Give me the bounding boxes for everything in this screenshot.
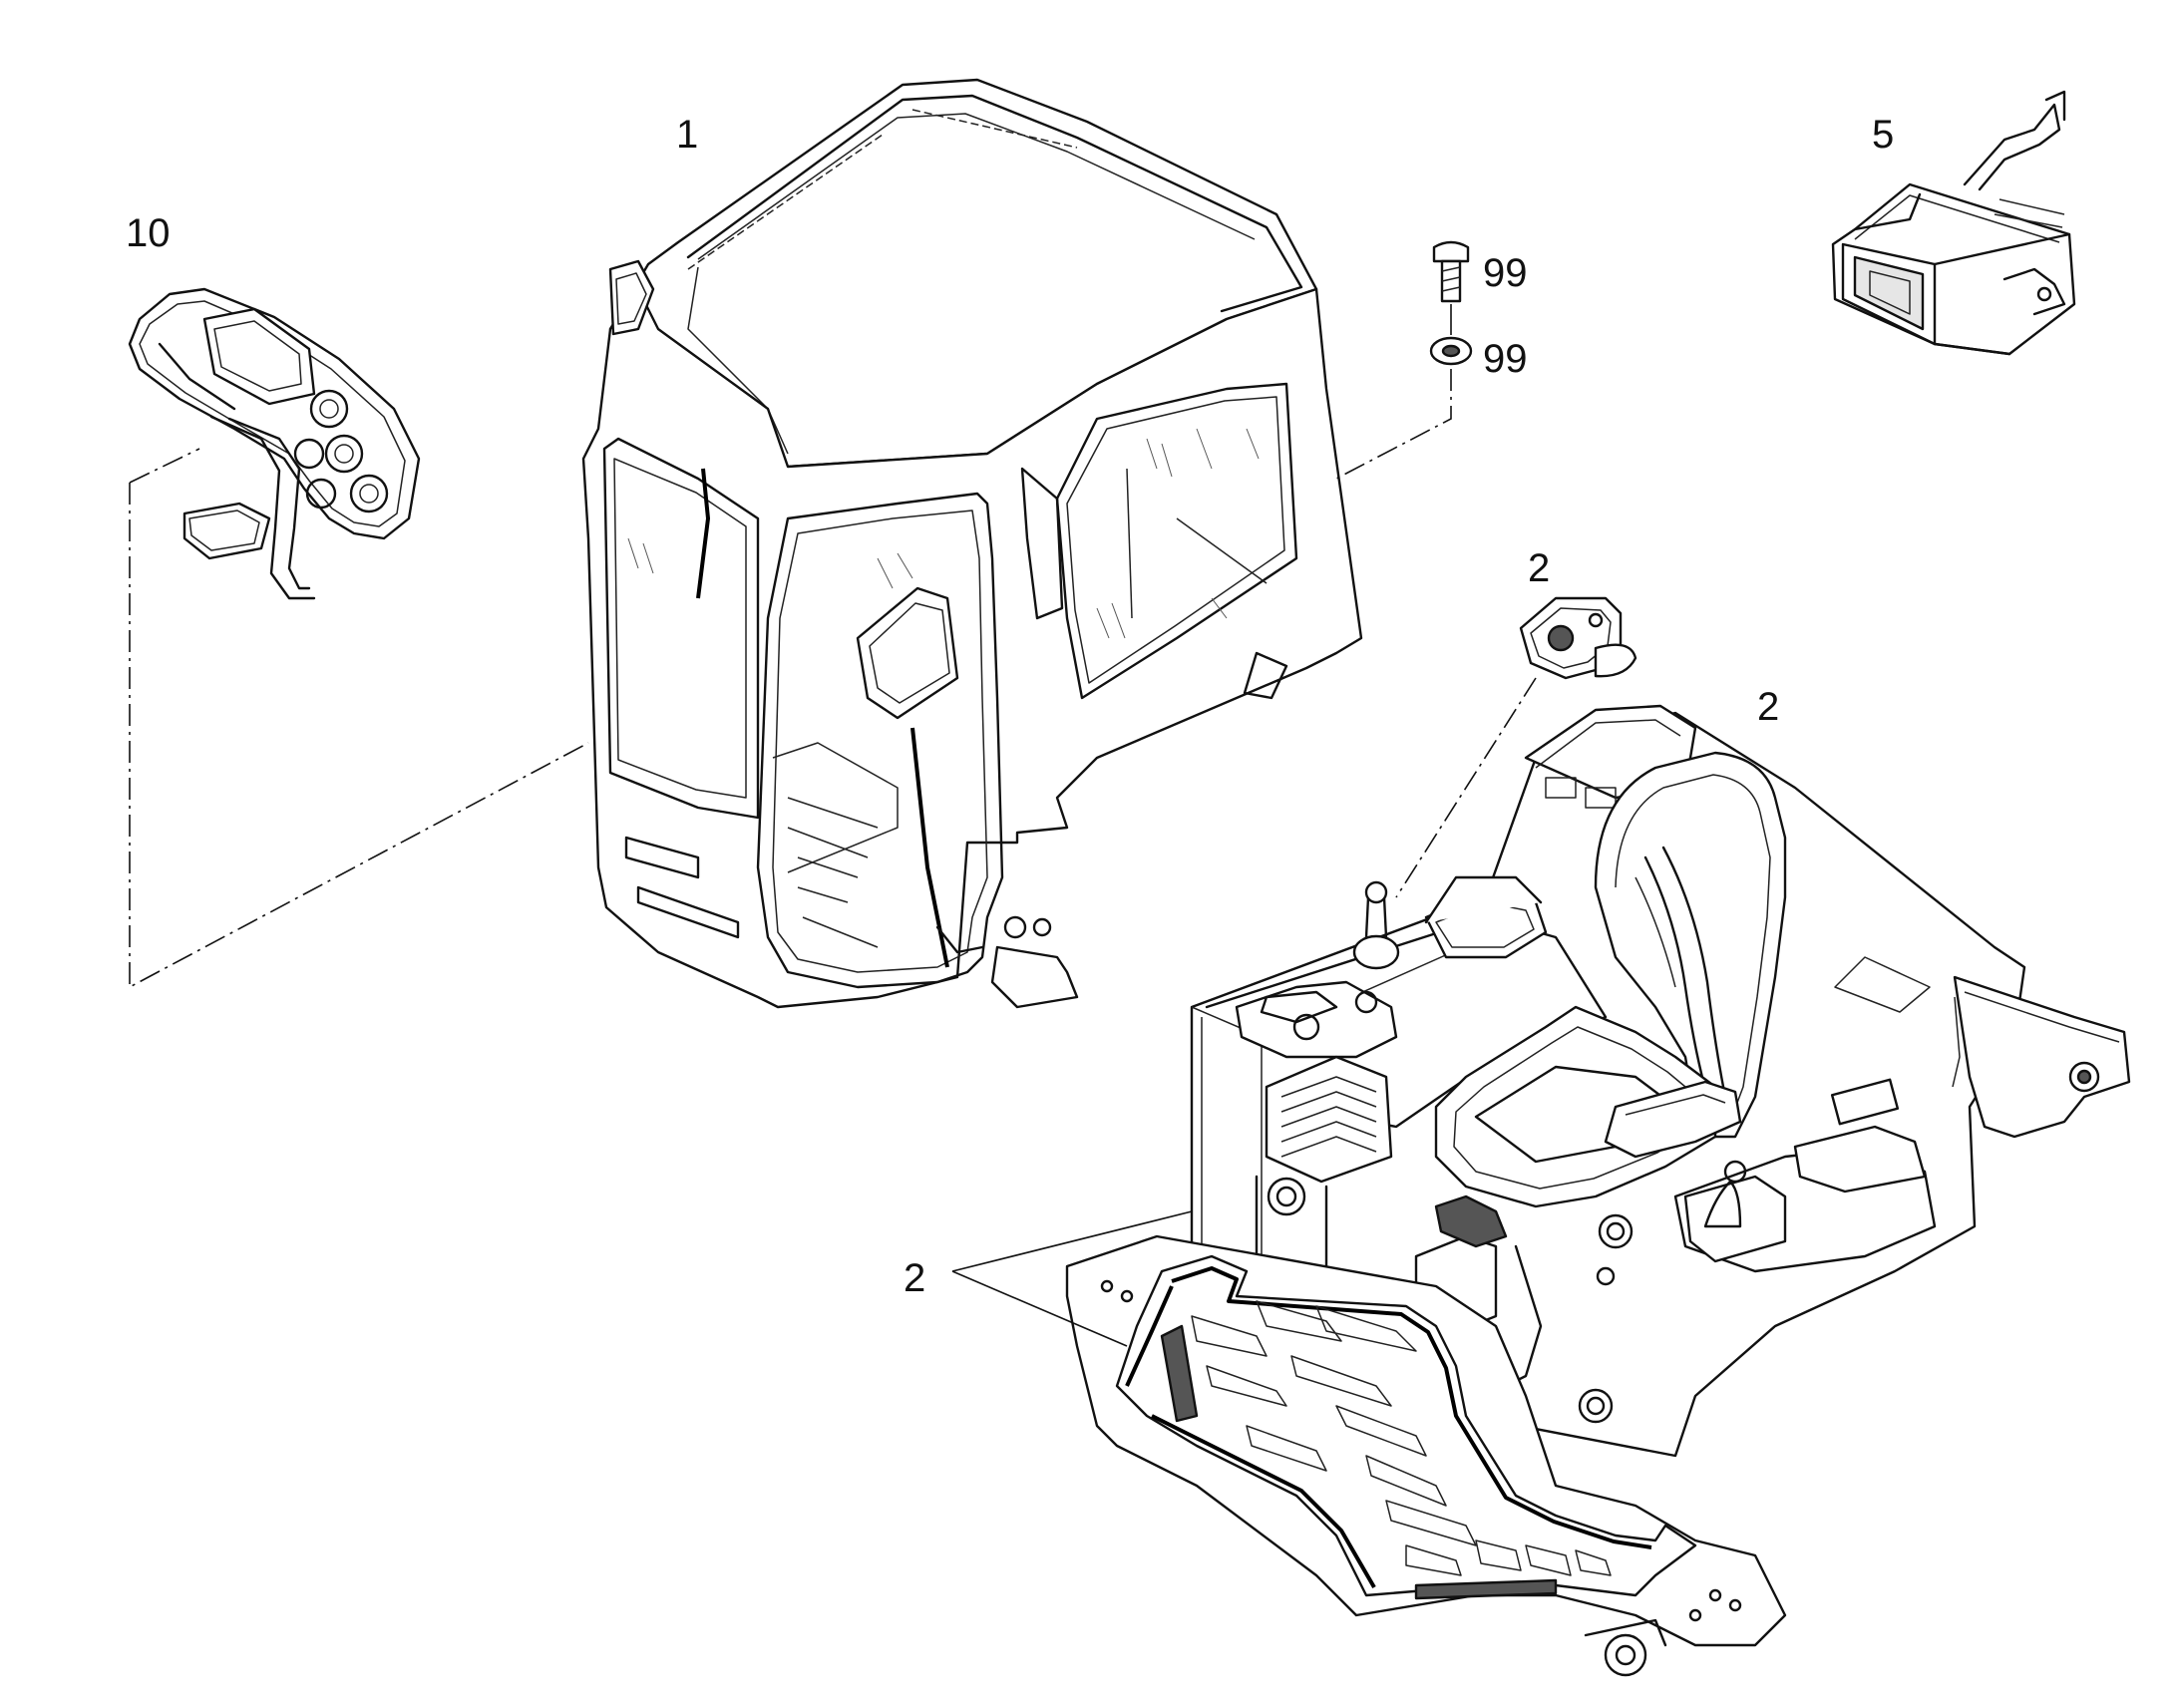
air-conditioning-unit[interactable] [1831, 90, 2076, 356]
switch-module[interactable] [1519, 596, 1637, 680]
screw[interactable] [1432, 240, 1470, 303]
callout-2-seat: 2 [1757, 685, 1779, 729]
washer[interactable] [1429, 336, 1473, 366]
callout-2-floor-mat: 2 [904, 1256, 925, 1300]
leader-lines [129, 369, 1537, 1347]
callout-5: 5 [1872, 113, 1894, 157]
cab-assembly[interactable] [581, 78, 1363, 1009]
callout-10: 10 [126, 211, 171, 255]
callout-1: 1 [676, 113, 698, 157]
callout-99-washer: 99 [1483, 337, 1528, 381]
floor-mat[interactable] [1065, 1234, 1787, 1677]
control-panel-assembly[interactable] [128, 287, 421, 600]
callout-2-switch: 2 [1528, 546, 1550, 590]
callout-99-screw: 99 [1483, 251, 1528, 295]
callout-labels: 1 10 99 99 5 2 2 2 [126, 113, 1894, 1300]
operator-platform[interactable] [1190, 704, 2131, 1458]
